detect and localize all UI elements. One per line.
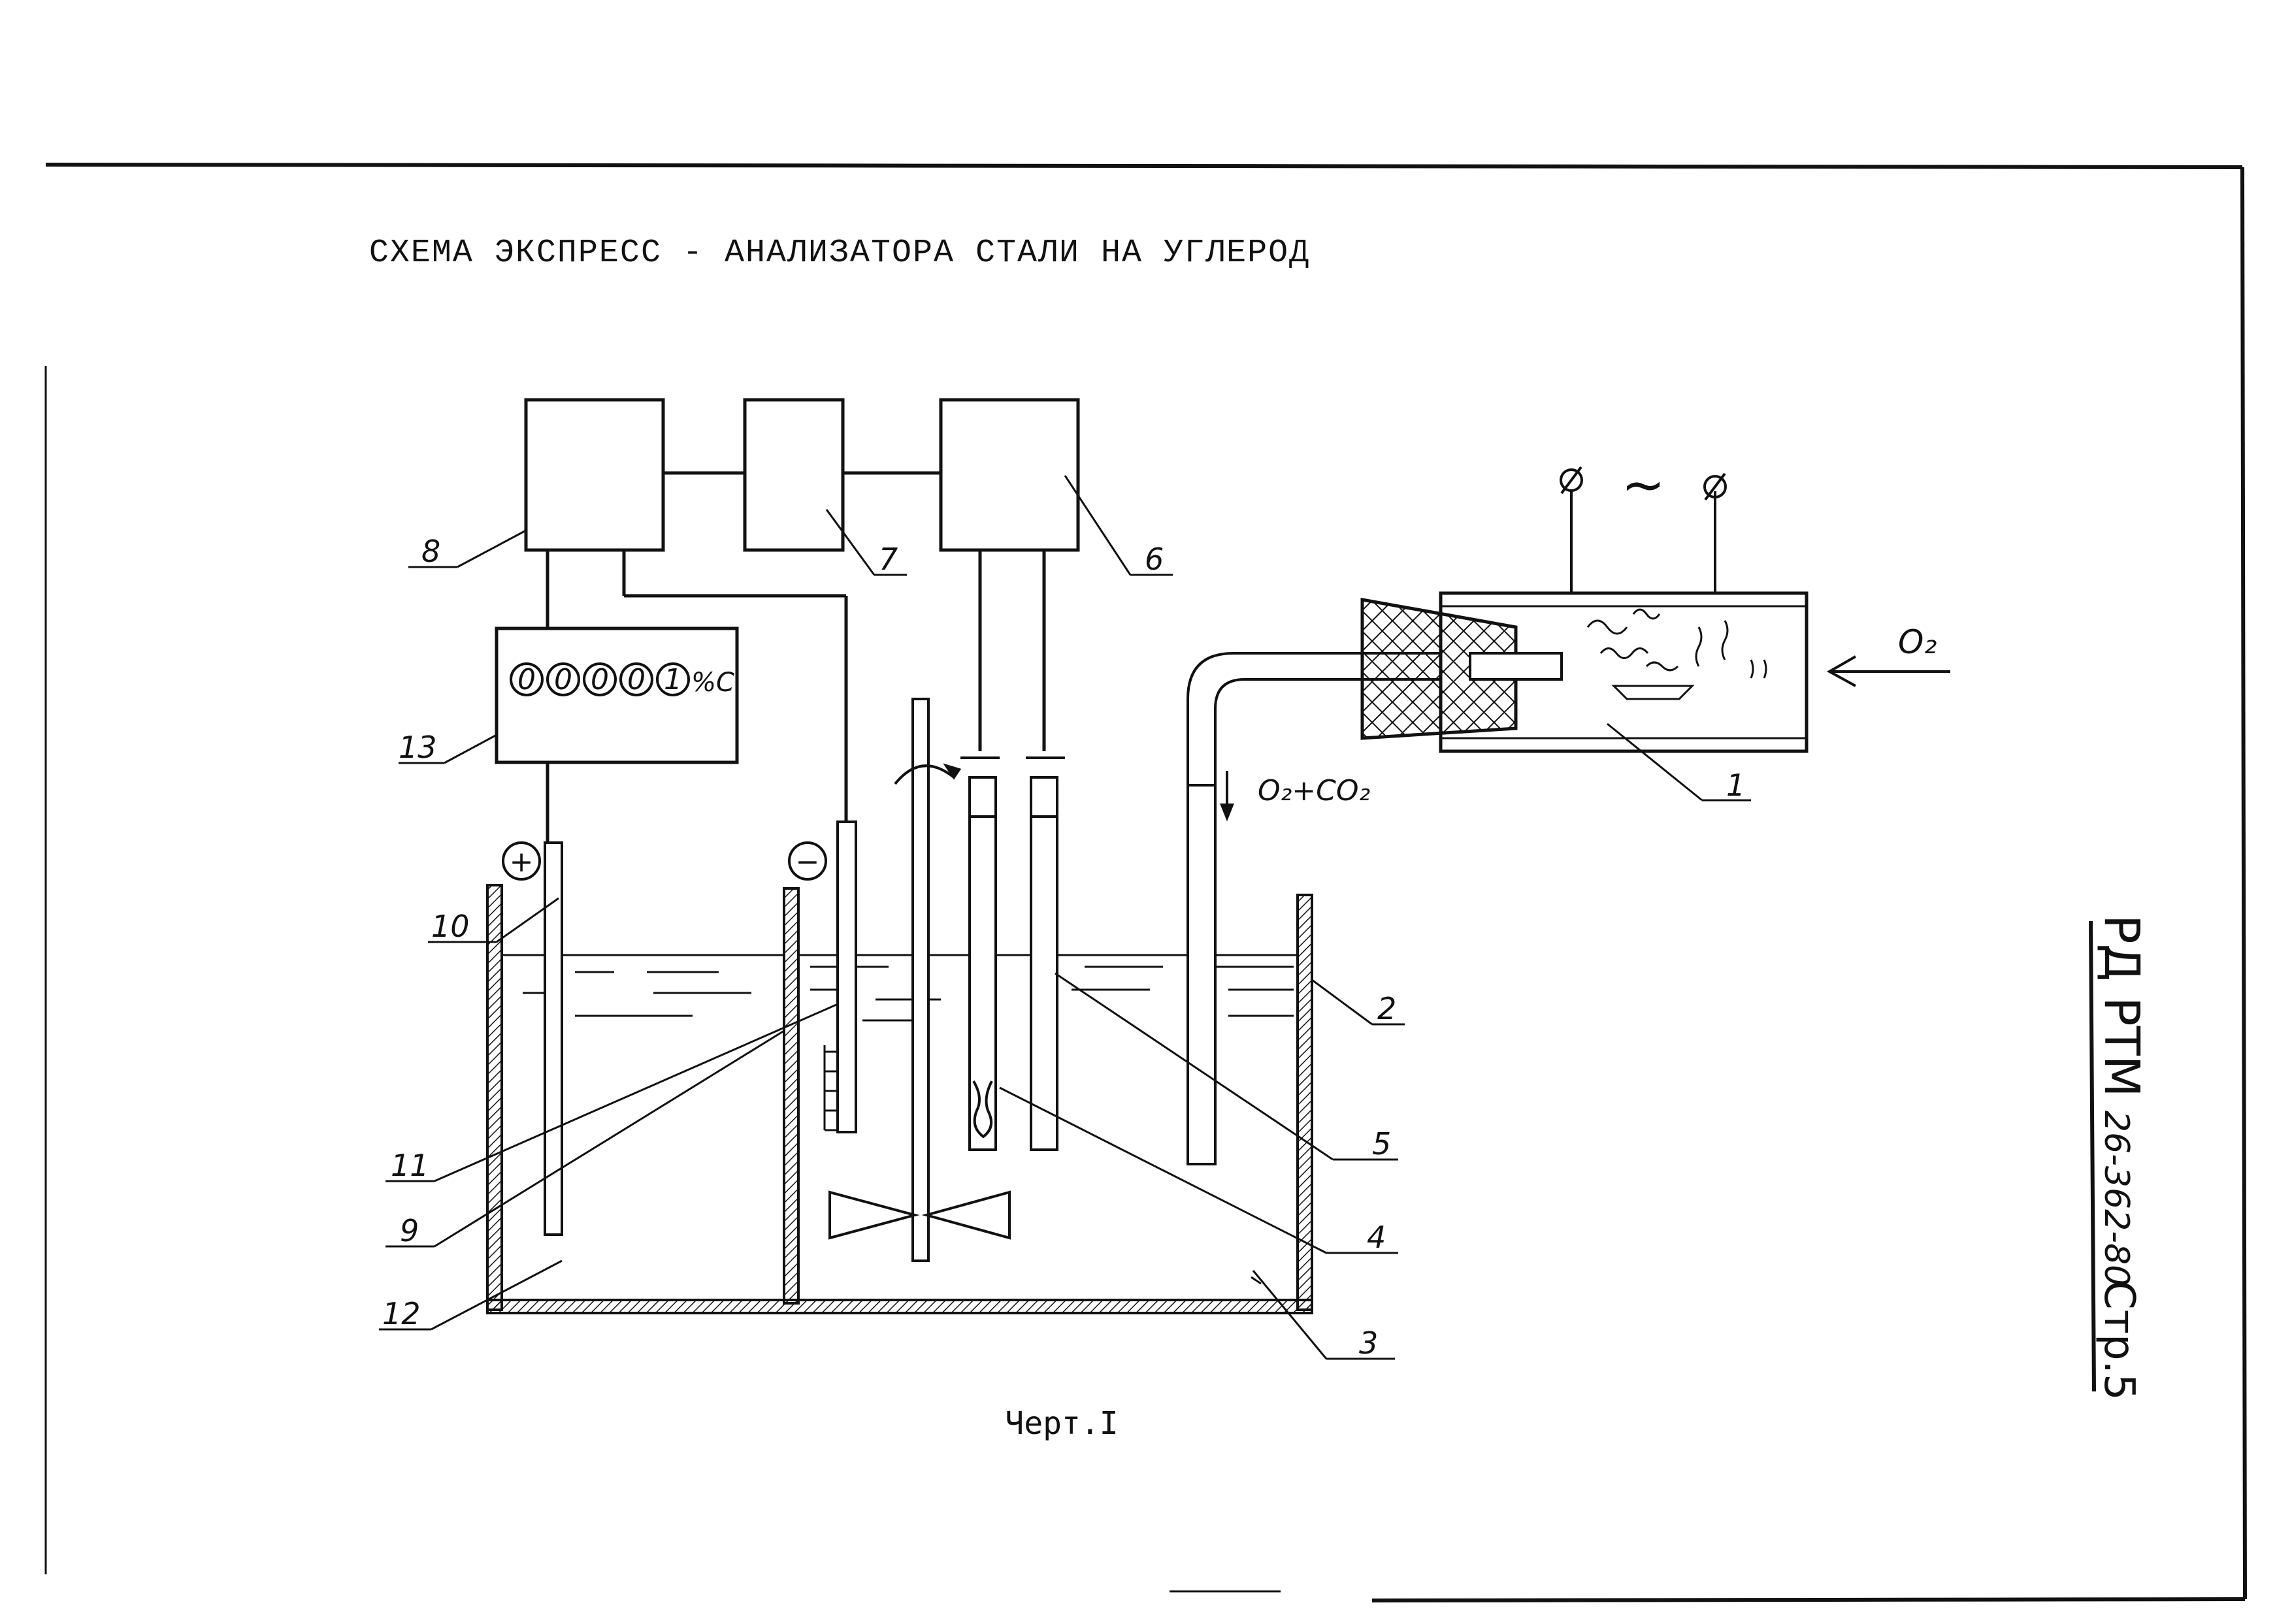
furnace-plug: [1360, 598, 1518, 740]
stirrer: [828, 698, 1011, 1262]
part-label-11: 11: [391, 1148, 429, 1183]
part-label-9: 9: [400, 1213, 419, 1248]
part-label-1: 1: [1726, 768, 1745, 803]
plus-terminal: +: [502, 841, 541, 881]
figure-caption: Черт.I: [1005, 1405, 1118, 1442]
sheet-frame: [44, 163, 2247, 1602]
unit-6-box: [939, 398, 1080, 552]
part-label-4: 4: [1367, 1220, 1386, 1255]
part-label-3b: 3: [1359, 1325, 1378, 1361]
combustion-furnace: ~ O₂: [1360, 455, 1950, 753]
electrolyte-surface: [502, 954, 1298, 1022]
page-title: СХЕМА ЭКСПРЕСС - АНАЛИЗАТОРА СТАЛИ НА УГ…: [369, 235, 1310, 272]
burning-sample: [1586, 608, 1767, 700]
power-terminals: [1560, 466, 1727, 593]
part-label-13: 13: [399, 730, 437, 765]
unit-7-box: [743, 398, 845, 552]
stamp-underline: [2089, 920, 2096, 1392]
display-box: [495, 626, 739, 764]
control-units: [524, 398, 1080, 822]
vessel-right-wall: [1296, 894, 1313, 1311]
stamp-main: РД РТМ: [2093, 915, 2150, 1097]
inlet-gas-label: O₂: [1898, 623, 1937, 661]
part-label-8: 8: [421, 534, 440, 569]
vessel-bottom: [486, 1299, 1313, 1314]
digital-display: 0 0 0 0 1 %C: [495, 626, 739, 764]
plus-sign: +: [510, 845, 534, 879]
leader-lines: [379, 475, 1751, 1360]
minus-sign: −: [796, 845, 820, 879]
ac-power-symbol: ~: [1621, 455, 1665, 515]
part-label-2: 2: [1377, 991, 1396, 1026]
measuring-electrodes: [960, 756, 1065, 1151]
display-digit-4: 0: [627, 663, 646, 696]
minus-terminal: −: [788, 841, 827, 881]
cathode-electrode: [836, 820, 857, 1133]
display-digit-1: 0: [517, 663, 536, 696]
outlet-gas-label: O₂+CO₂: [1258, 774, 1370, 807]
display-digit-3: 0: [591, 663, 609, 696]
stamp-code: 26-362-80: [2097, 1111, 2136, 1286]
vessel-left-wall: [486, 884, 503, 1311]
part-label-12: 12: [382, 1296, 421, 1331]
document-stamp: РД РТМ 26-362-80 Стр.5: [2093, 915, 2150, 1401]
display-unit: %C: [691, 668, 734, 698]
stamp-page: Стр.5: [2095, 1280, 2143, 1401]
part-label-10: 10: [431, 909, 470, 944]
part-label-6: 6: [1145, 542, 1164, 577]
gas-inlet-tube: [1187, 652, 1470, 1165]
membrane-partition: [783, 887, 800, 1305]
part-label-7: 7: [879, 542, 898, 577]
display-digit-5: 1: [664, 663, 682, 696]
cathode-grid: [823, 1045, 838, 1131]
unit-8-box: [524, 398, 665, 552]
display-digit-2: 0: [554, 663, 572, 696]
part-label-5: 5: [1372, 1126, 1391, 1161]
